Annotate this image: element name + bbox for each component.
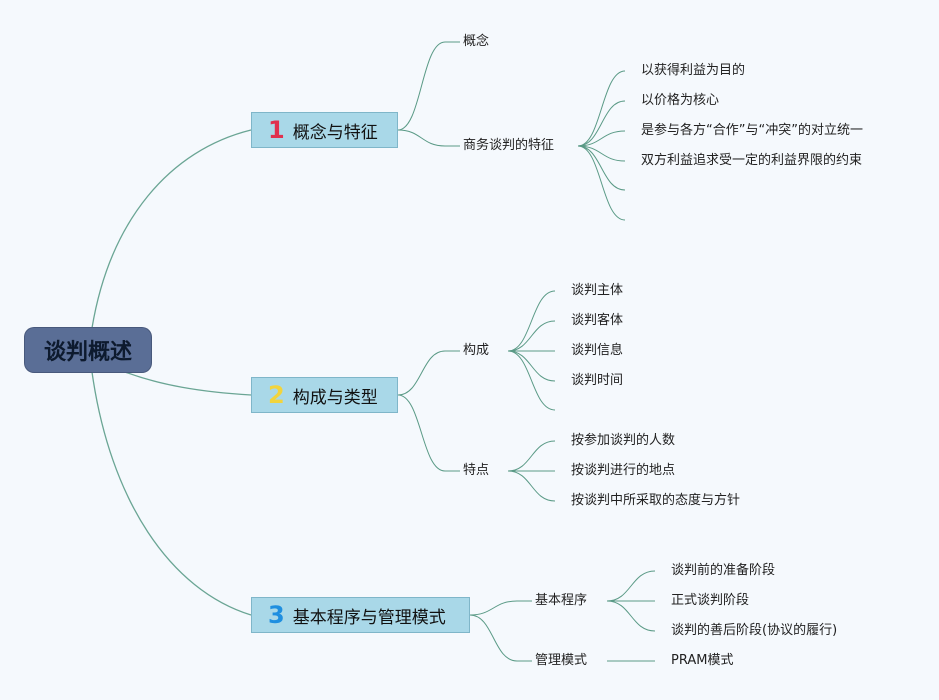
connector-line	[577, 70, 626, 147]
leaf-node[interactable]: 谈判前的准备阶段	[671, 563, 776, 578]
connector-line	[469, 600, 518, 616]
topic-concept-features[interactable]: 1 概念与特征	[251, 112, 398, 148]
subtopic-characteristics[interactable]: 特点	[463, 463, 490, 478]
leaf-node[interactable]: 以获得利益为目的	[641, 63, 746, 78]
connector-line	[577, 145, 626, 221]
leaf-node[interactable]: 按参加谈判的人数	[571, 433, 676, 448]
connector-line	[606, 570, 656, 602]
leaf-node[interactable]: 谈判时间	[571, 373, 624, 388]
topic-procedure-management[interactable]: 3 基本程序与管理模式	[251, 597, 470, 633]
root-node[interactable]: 谈判概述	[25, 328, 151, 372]
topic-number-3: 3	[268, 601, 285, 629]
leaf-node[interactable]: 双方利益追求受一定的利益界限的约束	[641, 153, 863, 168]
connector-line	[507, 470, 556, 502]
leaf-node[interactable]: 按谈判中所采取的态度与方针	[571, 493, 741, 508]
leaf-node[interactable]: 谈判信息	[571, 343, 624, 358]
connector-line	[397, 394, 446, 472]
subtopic-concept[interactable]: 概念	[463, 34, 490, 49]
root-link-3	[91, 371, 252, 616]
connector-line	[507, 320, 556, 352]
topic-composition-types[interactable]: 2 构成与类型	[251, 377, 398, 413]
connector-line	[507, 290, 556, 352]
leaf-node[interactable]: 以价格为核心	[641, 93, 720, 108]
connector-line	[507, 350, 556, 411]
subtopic-features[interactable]: 商务谈判的特征	[463, 138, 555, 153]
connector-line	[507, 440, 556, 472]
connector-line	[507, 350, 556, 382]
connector-line	[577, 145, 626, 191]
subtopic-basic-procedure[interactable]: 基本程序	[535, 593, 588, 608]
connector-line	[469, 614, 518, 662]
connector-line	[397, 41, 446, 131]
connector-line	[397, 350, 446, 396]
connector-line	[606, 600, 656, 632]
connector-line	[577, 100, 626, 147]
topic-label: 基本程序与管理模式	[292, 607, 446, 628]
leaf-node[interactable]: 按谈判进行的地点	[571, 463, 676, 478]
subtopic-composition[interactable]: 构成	[463, 343, 490, 358]
leaf-node[interactable]: 谈判客体	[571, 313, 624, 328]
root-link-1	[91, 129, 252, 329]
root-link-2	[124, 371, 252, 396]
leaf-node[interactable]: 谈判的善后阶段(协议的履行)	[671, 623, 838, 638]
topic-label: 构成与类型	[292, 387, 378, 408]
topic-number-1: 1	[268, 116, 285, 144]
leaf-node[interactable]: 正式谈判阶段	[671, 593, 750, 608]
leaf-node[interactable]: 谈判主体	[571, 283, 624, 298]
leaf-node[interactable]: PRAM模式	[671, 653, 734, 668]
topic-number-2: 2	[268, 381, 285, 409]
connector-line	[577, 130, 626, 147]
subtopic-management-model[interactable]: 管理模式	[535, 653, 588, 668]
topic-label: 概念与特征	[292, 122, 378, 143]
leaf-node[interactable]: 是参与各方“合作”与“冲突”的对立统一	[641, 123, 863, 138]
connector-line	[397, 129, 446, 147]
